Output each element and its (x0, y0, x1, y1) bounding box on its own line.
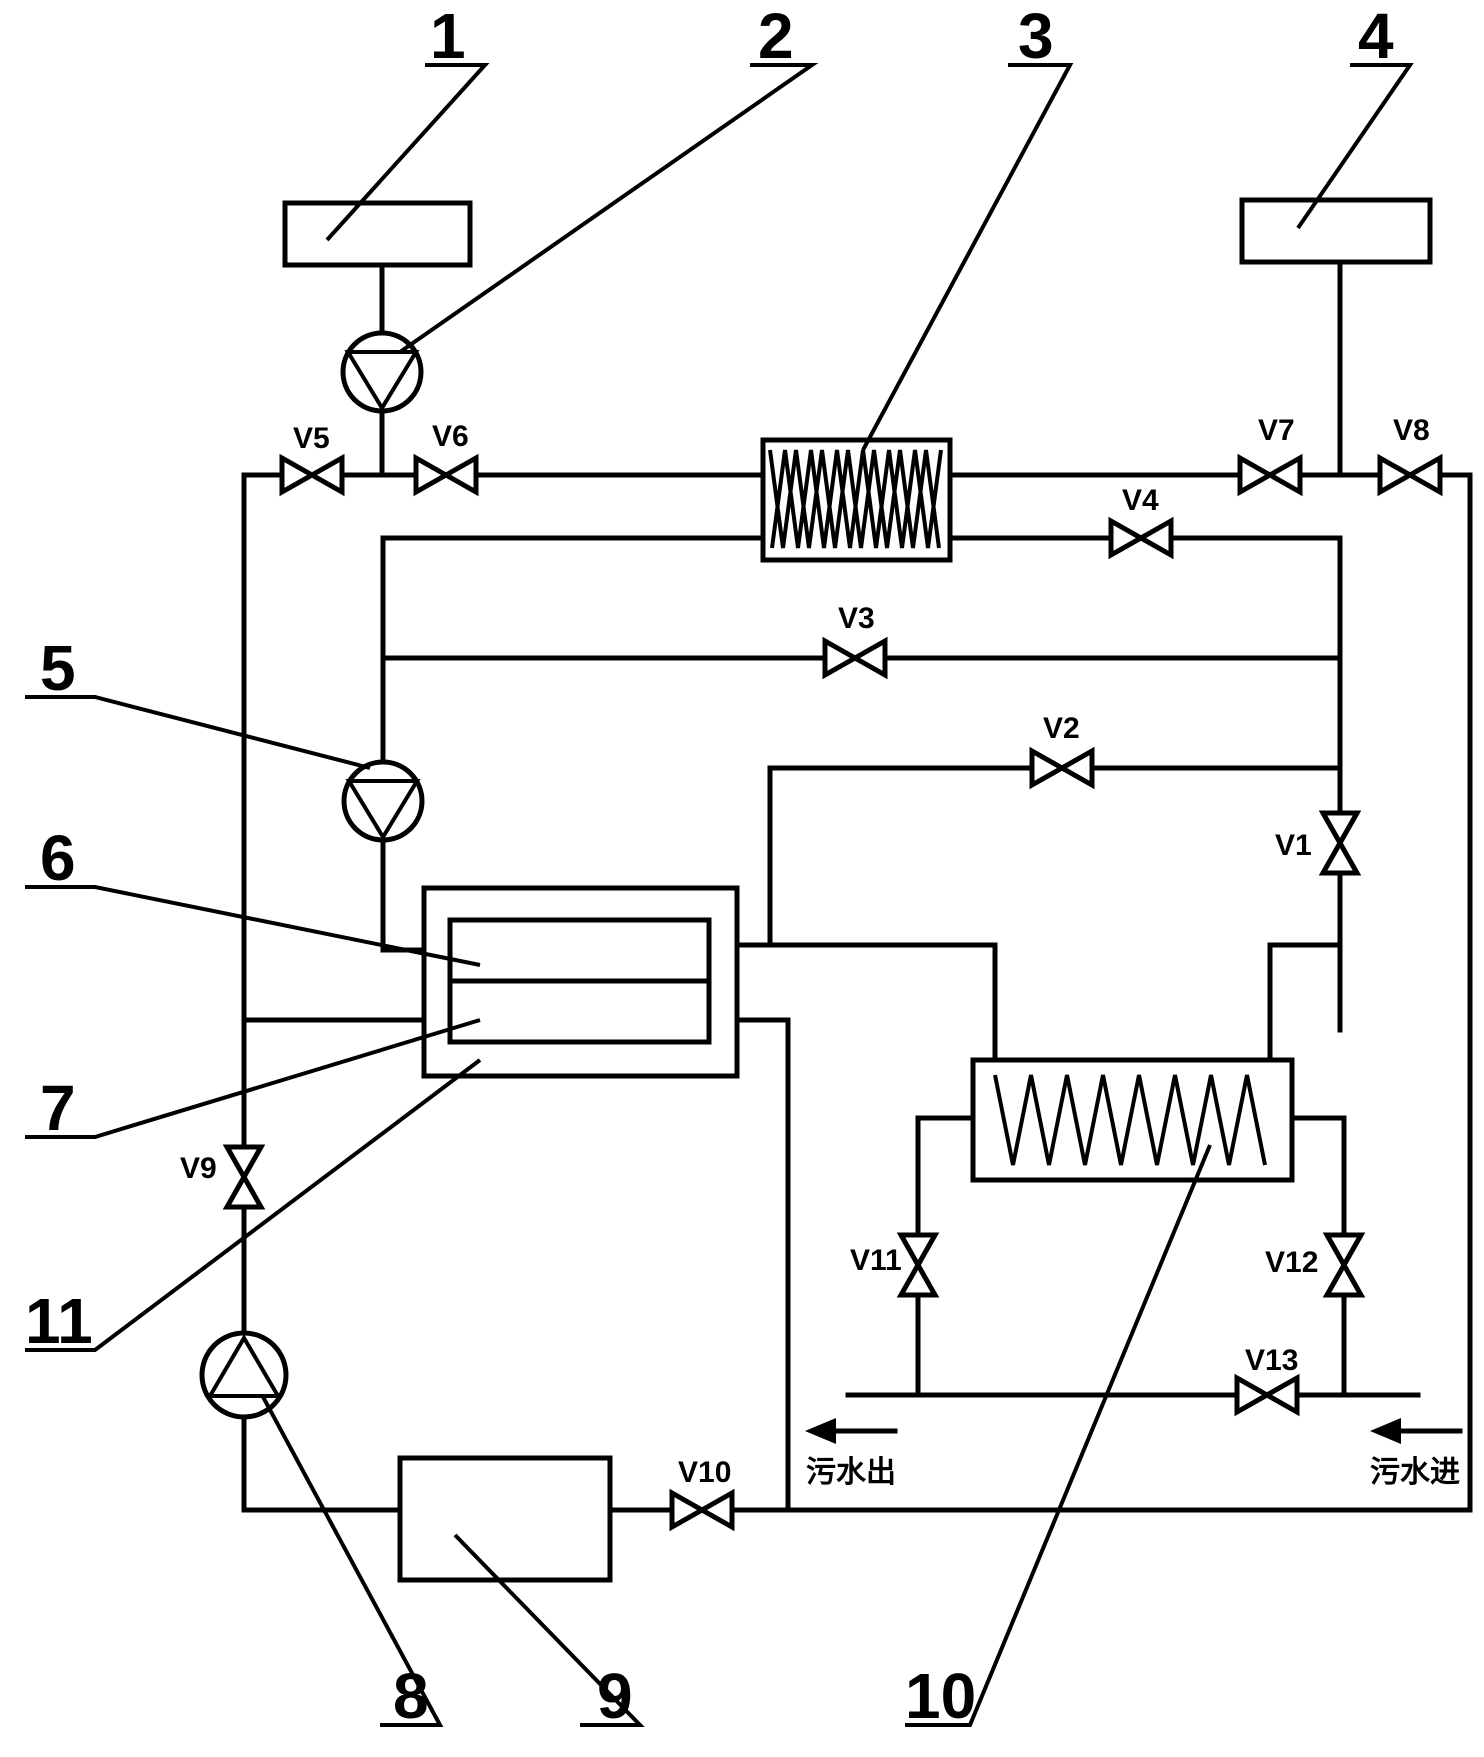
component-9-box (397, 1455, 613, 1583)
valve-v6[interactable] (413, 453, 479, 497)
valve-label-v11: V11 (850, 1244, 902, 1277)
valve-label-v2: V2 (1043, 712, 1080, 745)
label-1: 1 (430, 0, 466, 72)
label-4: 4 (1358, 0, 1394, 72)
component-1-box (282, 200, 473, 268)
label-10: 10 (905, 1660, 976, 1732)
sewage-outlet-label: 污水出 (806, 1455, 896, 1490)
sewage-inlet-label: 污水进 (1370, 1455, 1460, 1490)
label-3: 3 (1018, 0, 1054, 72)
valve-v1[interactable] (1318, 810, 1362, 876)
valve-label-v5: V5 (293, 422, 330, 455)
valve-label-v7: V7 (1258, 414, 1295, 447)
valve-v7[interactable] (1237, 453, 1303, 497)
valve-label-v8: V8 (1393, 414, 1430, 447)
tank-assembly-11 (421, 885, 740, 1079)
heat-exchanger-10 (970, 1057, 1295, 1183)
sewage-outlet-arrow-icon (805, 1418, 898, 1444)
valve-label-v9: V9 (180, 1152, 217, 1185)
label-8: 8 (393, 1660, 429, 1732)
leader-lines (25, 63, 1414, 1727)
valve-v2[interactable] (1029, 746, 1095, 790)
valve-v8[interactable] (1377, 453, 1443, 497)
valve-v4[interactable] (1108, 516, 1174, 560)
valve-label-v6: V6 (432, 420, 469, 453)
valve-label-v13: V13 (1245, 1344, 1298, 1377)
label-5: 5 (40, 632, 76, 704)
valve-label-v10: V10 (678, 1456, 731, 1489)
valve-label-v4: V4 (1122, 484, 1159, 517)
component-4-box (1239, 197, 1433, 265)
label-9: 9 (597, 1660, 633, 1732)
valve-v3[interactable] (822, 636, 888, 680)
label-7: 7 (40, 1072, 76, 1144)
valve-label-v1: V1 (1275, 829, 1312, 862)
valve-label-v3: V3 (838, 602, 875, 635)
pump-8-icon (199, 1330, 289, 1420)
label-6: 6 (40, 822, 76, 894)
sewage-inlet-arrow-icon (1370, 1418, 1463, 1444)
label-11: 11 (25, 1285, 93, 1357)
valve-v10[interactable] (669, 1488, 735, 1532)
valve-v12[interactable] (1322, 1232, 1366, 1298)
valve-v13[interactable] (1234, 1373, 1300, 1417)
heat-exchanger-3 (760, 437, 953, 563)
valve-v9[interactable] (222, 1144, 266, 1210)
label-2: 2 (758, 0, 794, 72)
valve-v11[interactable] (896, 1232, 940, 1298)
pump-5-icon (341, 759, 425, 843)
valve-v5[interactable] (279, 453, 345, 497)
valve-label-v12: V12 (1265, 1246, 1318, 1279)
